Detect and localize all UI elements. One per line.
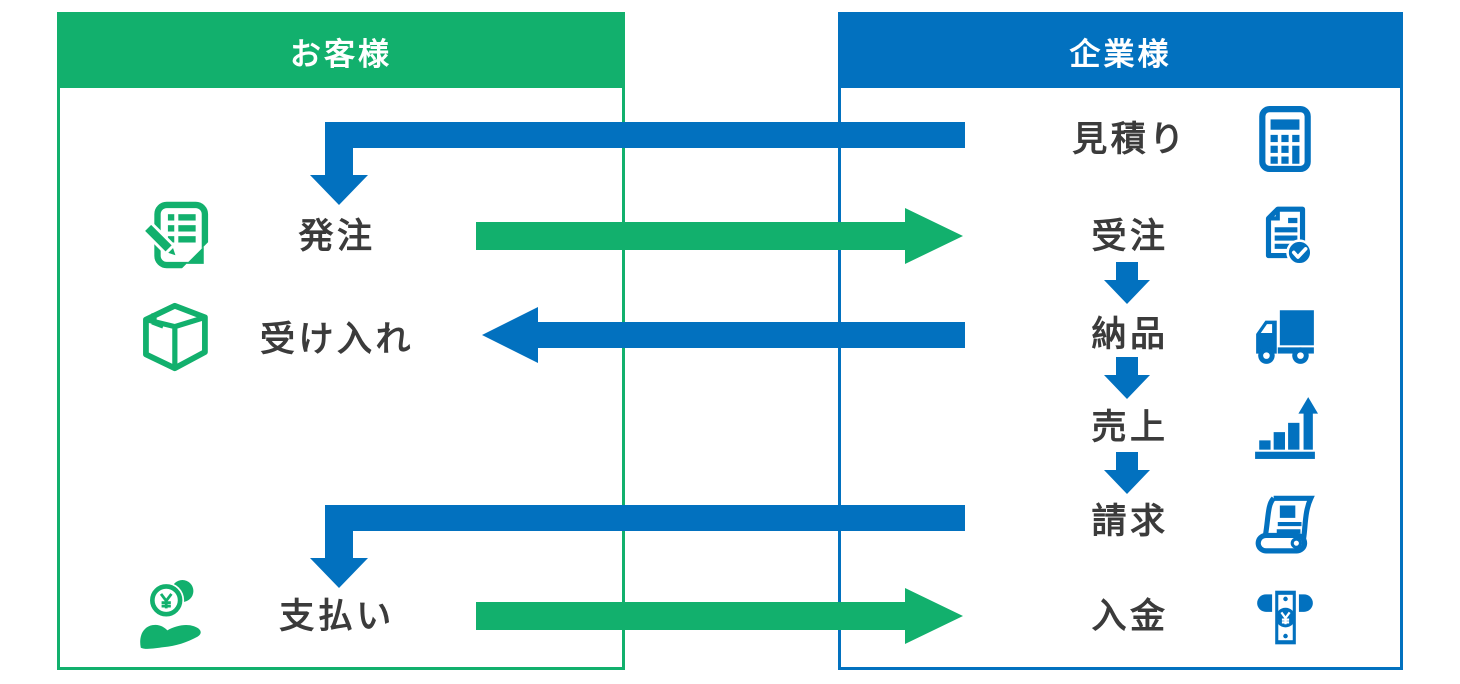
- memo-pencil-icon: [141, 201, 210, 269]
- step-label-sales: 売上: [1091, 408, 1169, 448]
- step-label-acceptance: 受け入れ: [259, 320, 414, 360]
- delivery-truck-icon: [1256, 310, 1314, 364]
- arrow-delivery-to-sales: [1104, 357, 1150, 399]
- arrow-payment-to-deposit: [476, 588, 963, 644]
- arrow-delivery-to-acceptance: [482, 307, 965, 363]
- invoice-scroll-icon: [1255, 495, 1315, 554]
- arrow-order-received-to-delivery: [1104, 262, 1150, 304]
- step-label-deposit: 入金: [1091, 597, 1169, 637]
- company-panel-header: 企業様: [841, 15, 1400, 88]
- document-check-icon: [1265, 206, 1313, 266]
- customer-panel-title: お客様: [289, 37, 393, 73]
- package-box-icon: [143, 302, 208, 372]
- step-label-payment: 支払い: [279, 597, 395, 637]
- hand-coins-icon: [140, 580, 201, 649]
- arrow-order-to-order-received: [476, 208, 963, 264]
- step-label-order-received: 受注: [1091, 217, 1169, 257]
- company-panel-title: 企業様: [1069, 37, 1172, 73]
- step-label-invoice: 請求: [1091, 502, 1169, 542]
- arrow-invoice-to-payment: [310, 505, 965, 588]
- calculator-icon: [1259, 106, 1311, 172]
- bar-chart-icon: [1255, 397, 1318, 459]
- step-label-delivery: 納品: [1091, 315, 1169, 355]
- step-label-order: 発注: [298, 217, 376, 257]
- arrow-sales-to-invoice: [1104, 452, 1150, 494]
- atm-deposit-icon: [1257, 587, 1313, 648]
- arrow-estimate-to-order: [310, 122, 965, 205]
- customer-panel-header: お客様: [60, 15, 622, 88]
- step-label-estimate: 見積り: [1072, 120, 1188, 160]
